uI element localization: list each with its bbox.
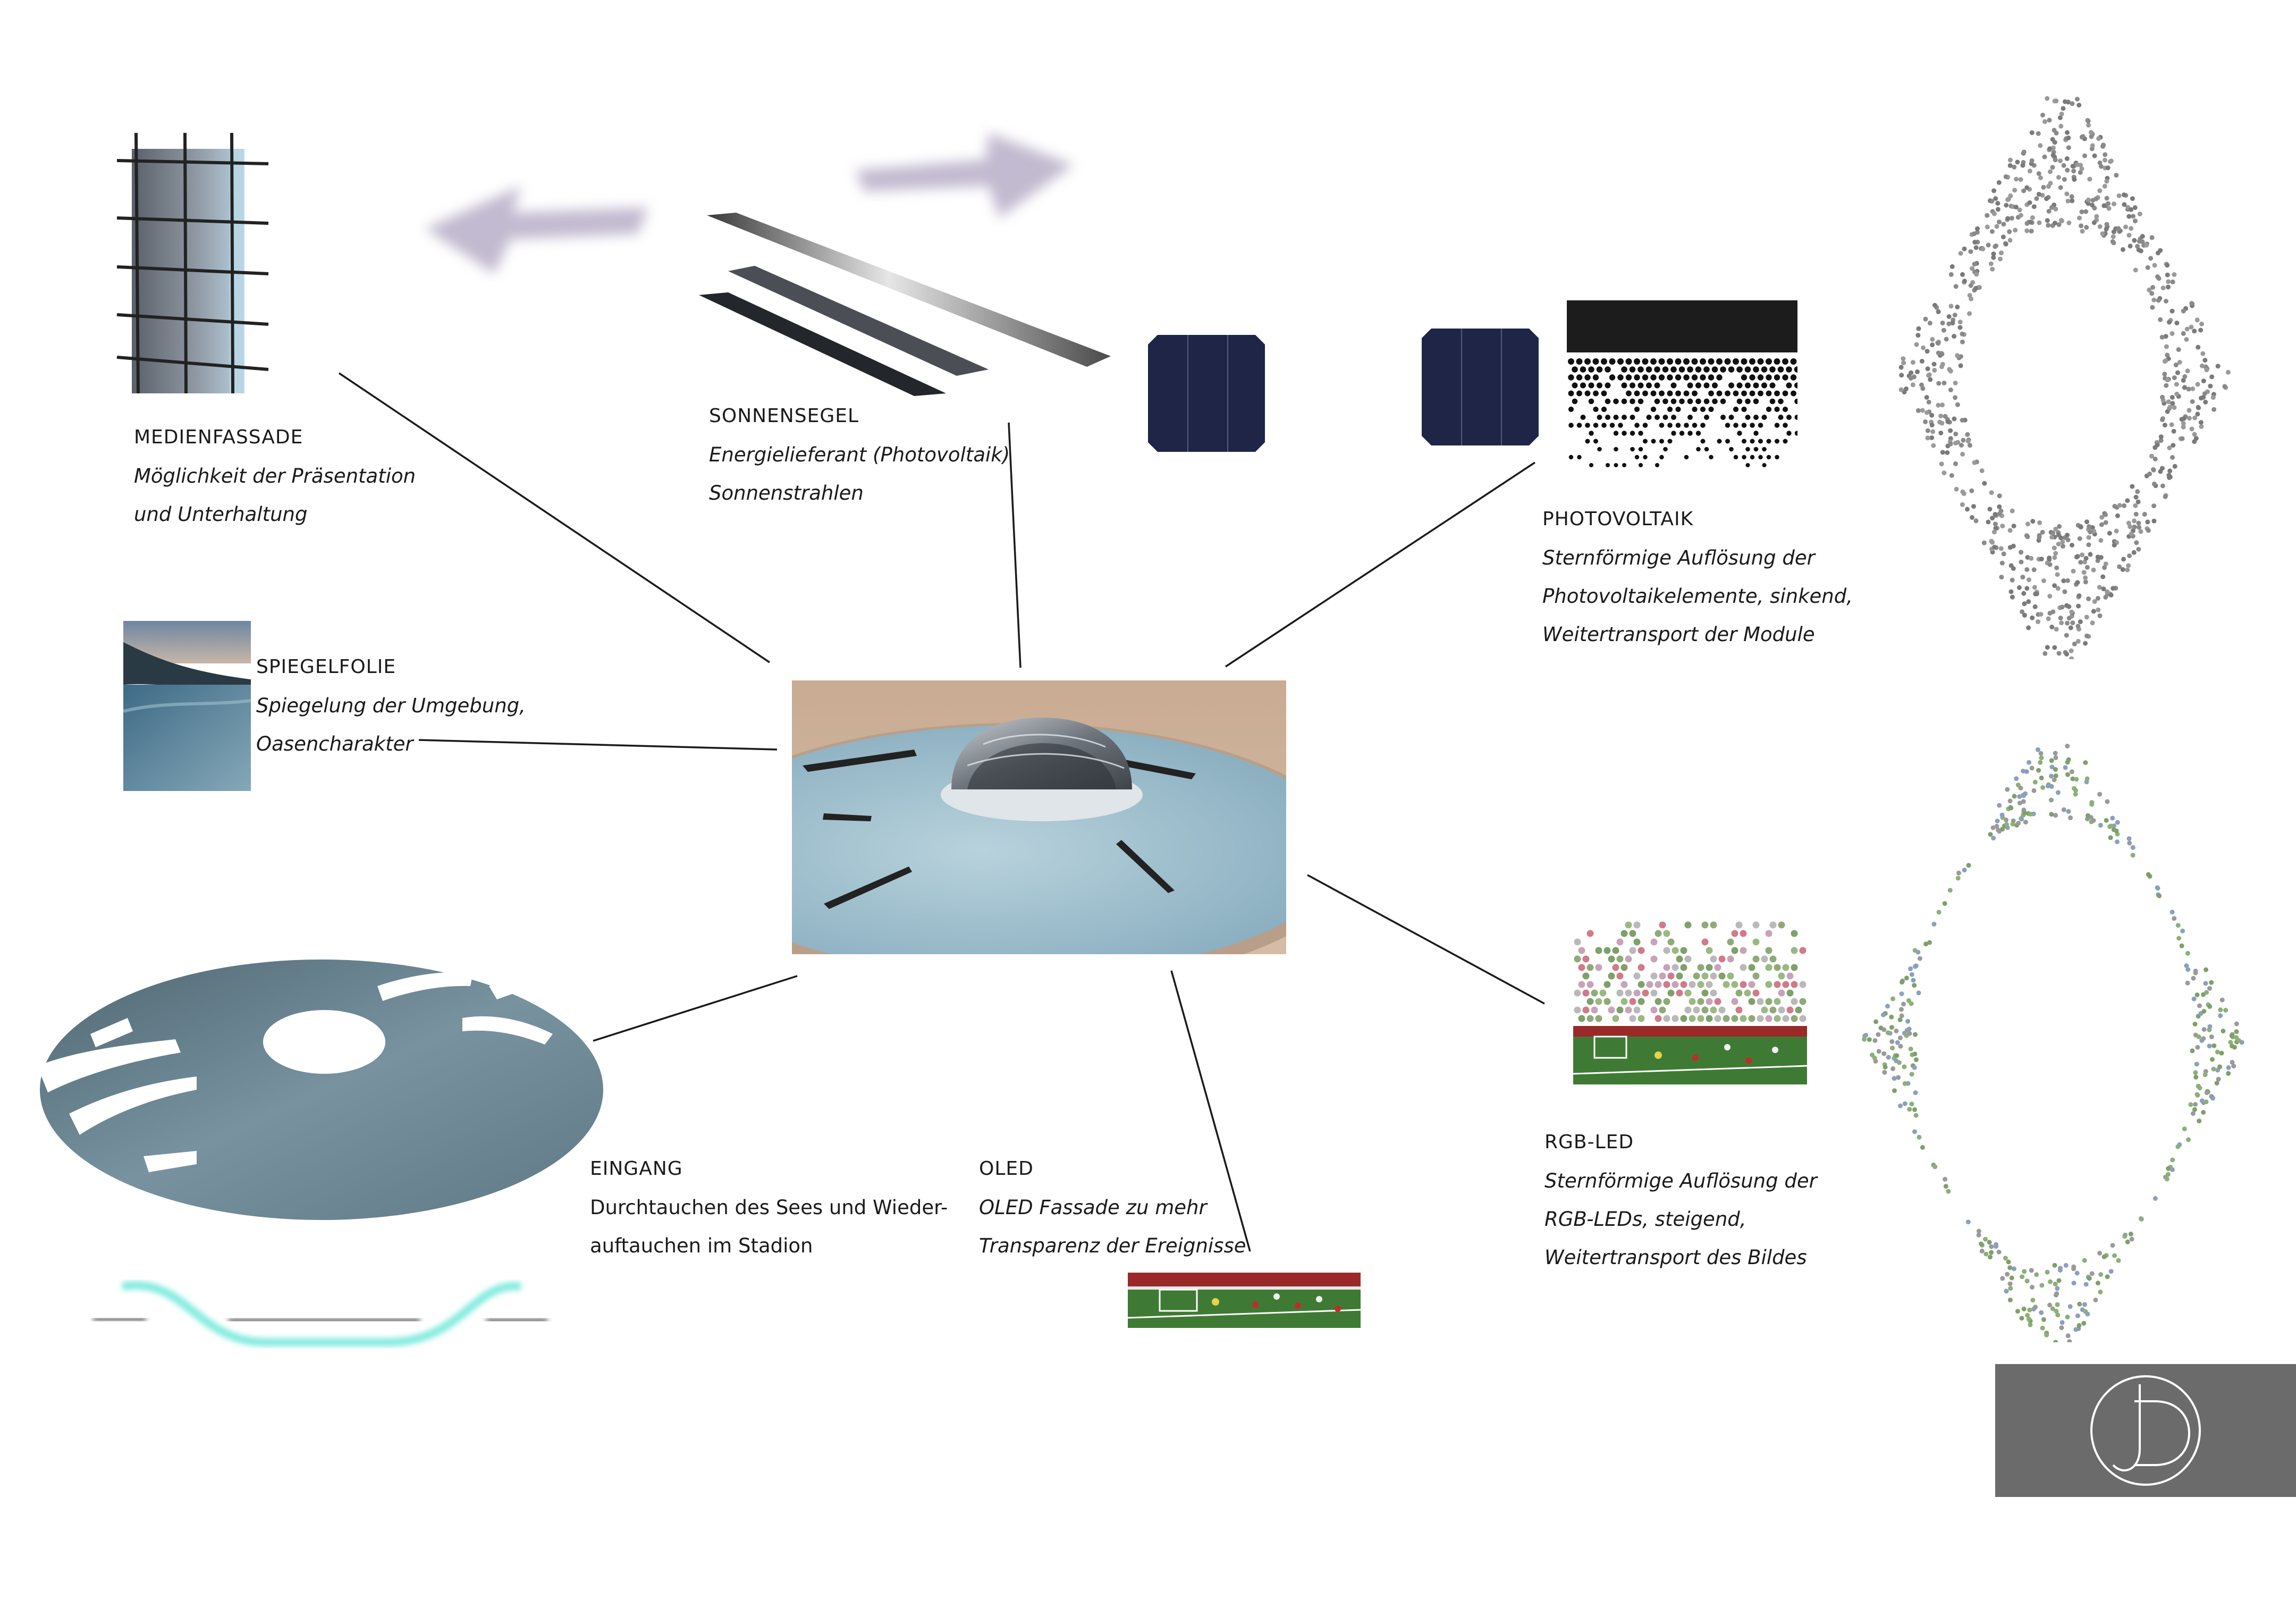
entrance-disc-illustration [37,960,603,1220]
label-rgb-led: RGB-LED Sternförmige Auflösung der RGB-L… [1544,1123,1817,1277]
connector-sonnensegel [1008,422,1022,668]
rgb-led-line-2: RGB-LEDs, steigend, [1544,1208,1746,1231]
rgb-led-title: RGB-LED [1544,1131,1634,1153]
flow-arrow-left-icon [425,186,648,274]
eingang-line-2: auftauchen im Stadion [590,1234,813,1257]
label-sonnensegel: SONNENSEGEL Energielieferant (Photovolta… [709,397,1010,512]
connector-eingang [593,975,798,1042]
flow-arrow-right-icon [856,133,1074,218]
oled-line-1: OLED Fassade zu mehr [979,1196,1207,1219]
spiegelfolie-line-2: Oasencharakter [256,733,413,755]
photovoltaik-line-2: Photovoltaikelemente, sinkend, [1542,585,1853,608]
oled-title: OLED [979,1158,1034,1180]
connector-medienfassade [339,372,770,663]
label-eingang: EINGANG Durchtauchen des Sees und Wieder… [590,1149,948,1265]
eingang-title: EINGANG [590,1158,683,1180]
rgb-led-star-dot-field [1862,744,2244,1342]
medienfassade-line-1: Möglichkeit der Präsentation [134,465,416,487]
connector-oled [1170,970,1251,1252]
oled-line-2: Transparenz der Ereignisse [979,1234,1246,1257]
label-medienfassade: MEDIENFASSADE Möglichkeit der Präsentati… [134,418,416,534]
oled-football-photo [1128,1273,1361,1328]
label-oled: OLED OLED Fassade zu mehr Transparenz de… [979,1149,1246,1265]
photovoltaic-dissolve-pattern [1567,300,1797,467]
spiegelfolie-title: SPIEGELFOLIE [256,656,396,678]
jd-monogram-icon [2090,1375,2201,1486]
photovoltaik-line-1: Sternförmige Auflösung der [1542,546,1815,569]
eingang-line-1: Durchtauchen des Sees und Wieder- [590,1196,948,1219]
solar-sail-strips-illustration [699,213,1111,396]
sonnensegel-title: SONNENSEGEL [709,405,859,427]
rgb-led-dissolve-photo [1573,921,1807,1084]
label-photovoltaik: PHOTOVOLTAIK Sternförmige Auflösung der … [1542,500,1853,654]
connector-spiegelfolie [418,739,778,751]
logo-panel [1995,1364,2296,1497]
photovoltaic-star-dot-field [1898,96,2231,659]
entrance-section-profile [93,1281,547,1347]
solar-cell-right-icon [1422,329,1539,445]
photovoltaik-title: PHOTOVOLTAIK [1542,508,1694,530]
stadium-rendering [792,680,1286,954]
media-facade-illustration [116,132,269,394]
sonnensegel-line-1: Energielieferant (Photovoltaik) [709,443,1010,466]
medienfassade-line-2: und Unterhaltung [134,503,308,526]
connector-rgbled [1307,874,1545,1005]
sonnensegel-line-2: Sonnenstrahlen [709,482,864,504]
rgb-led-line-3: Weitertransport des Bildes [1544,1246,1807,1269]
spiegelfolie-line-1: Spiegelung der Umgebung, [256,694,526,717]
connector-photovoltaik [1225,461,1535,668]
solar-cell-left-icon [1148,335,1265,452]
rgb-led-line-1: Sternförmige Auflösung der [1544,1169,1817,1192]
photovoltaik-line-3: Weitertransport der Module [1542,623,1815,646]
mirror-foil-photo [123,621,251,791]
medienfassade-title: MEDIENFASSADE [134,426,303,448]
label-spiegelfolie: SPIEGELFOLIE Spiegelung der Umgebung, Oa… [256,647,526,763]
